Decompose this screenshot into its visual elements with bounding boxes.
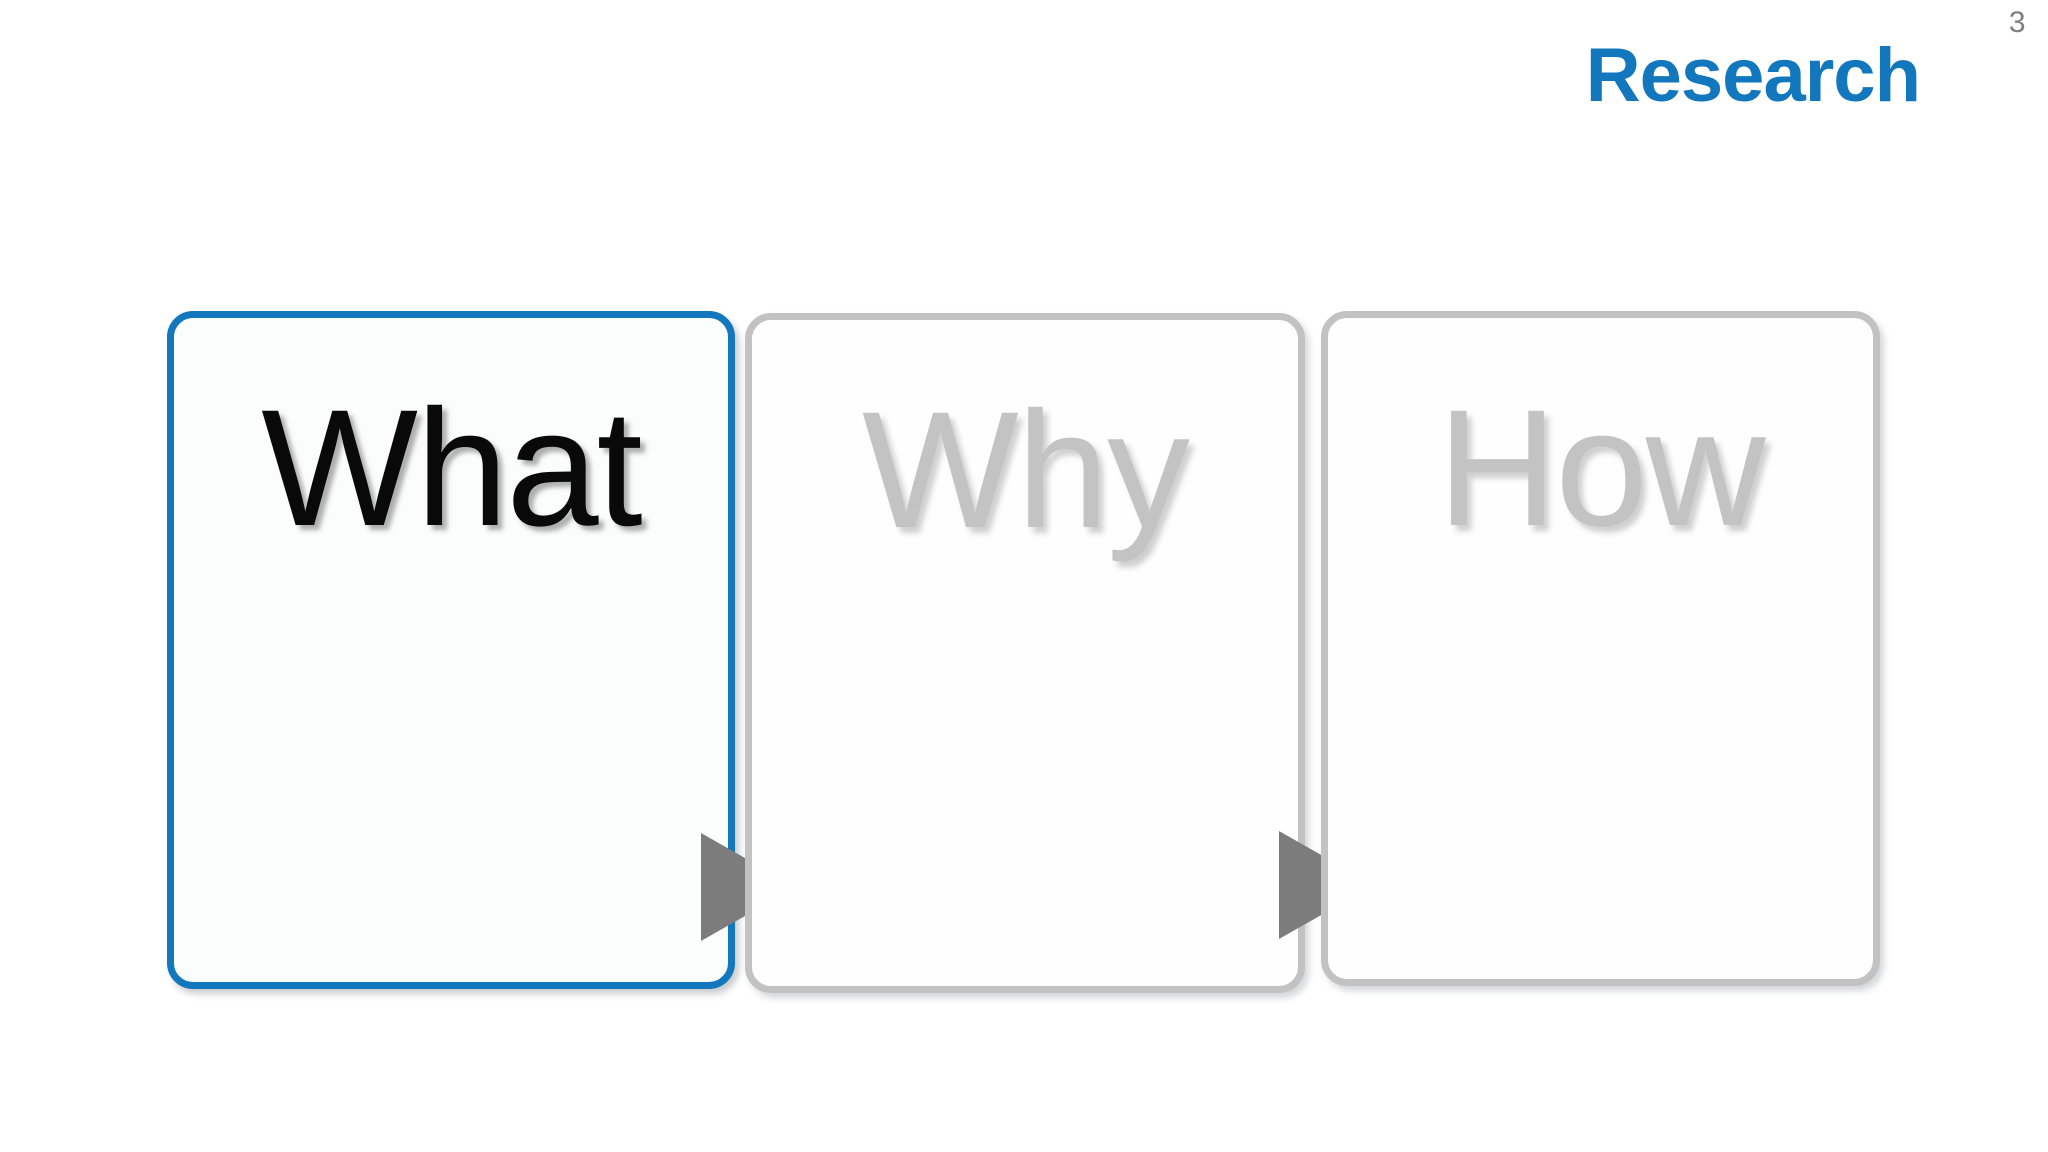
card-how[interactable]: How [1321,311,1880,986]
card-why-label: Why [862,378,1190,563]
card-how-label: How [1437,376,1765,561]
page-number: 3 [2008,6,2026,39]
card-what-label: What [261,376,642,561]
card-what[interactable]: What [167,311,735,989]
page-title: Research [1585,33,1921,118]
card-why[interactable]: Why [745,313,1305,993]
